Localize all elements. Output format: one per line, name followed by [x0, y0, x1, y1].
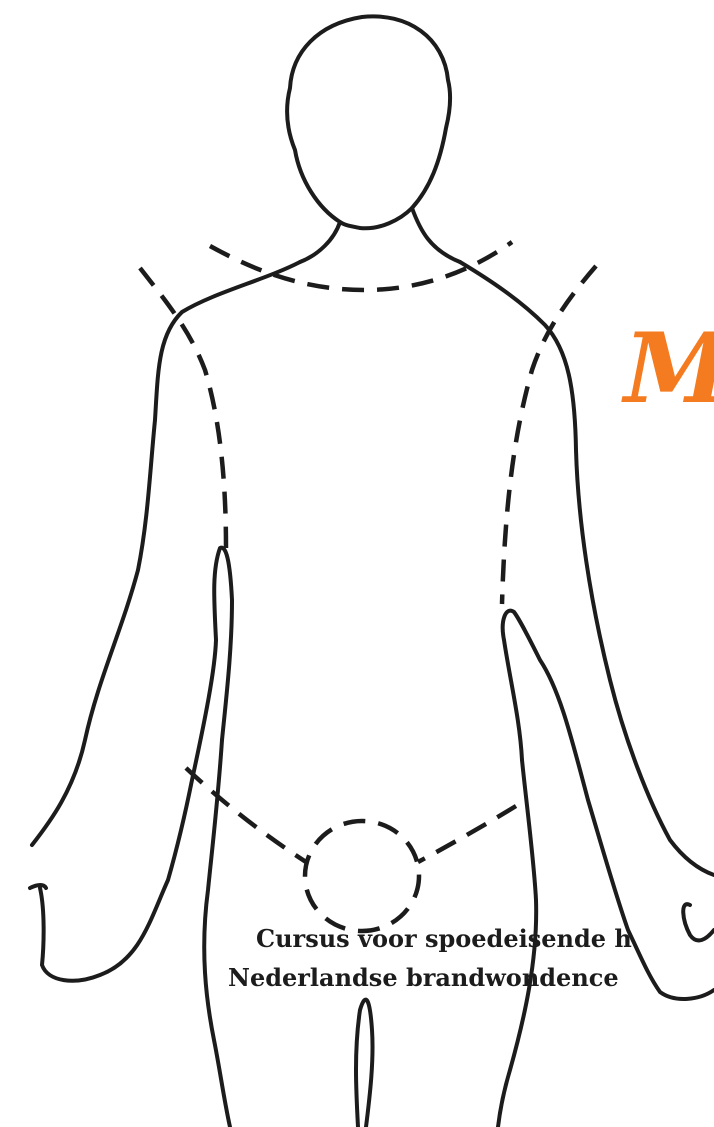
left-thumb-outline: [30, 885, 46, 888]
title-letter: M: [621, 312, 714, 425]
genital-region-dashed-circle: [305, 821, 419, 931]
left-arm-outline: [32, 262, 300, 845]
caption-line-1: Cursus voor spoedeisende h: [256, 927, 632, 951]
right-shoulder-dashed-line: [502, 266, 596, 604]
head-outline: [287, 16, 450, 228]
neck-outline: [300, 222, 340, 262]
left-hand-outline: [40, 548, 232, 981]
inner-leg-outline: [356, 1000, 373, 1127]
neck-outline-right: [412, 208, 460, 262]
left-groin-dashed-line: [186, 768, 306, 862]
right-groin-dashed-line: [418, 806, 516, 862]
right-thumb-outline: [683, 904, 714, 940]
caption-line-2: Nederlandse brandwondence: [228, 966, 619, 990]
